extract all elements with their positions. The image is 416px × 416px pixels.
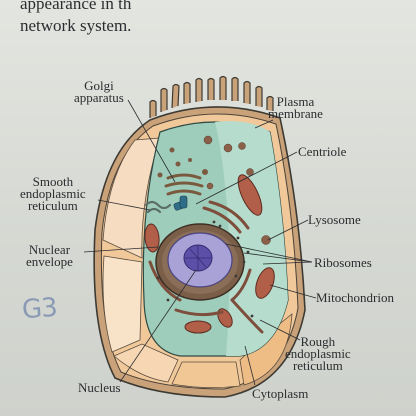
body-text-line-2: network system. — [20, 16, 132, 35]
smooth-er — [144, 200, 172, 214]
label-ribosomes: Ribosomes — [314, 255, 372, 270]
label-nucleus: Nucleus — [78, 380, 121, 395]
label-mitochondrion: Mitochondrion — [316, 290, 394, 305]
microvilli — [149, 75, 274, 118]
ribosomes — [156, 220, 254, 318]
body-text-line-1: appearance in th — [20, 0, 132, 13]
lysosomes — [203, 135, 271, 245]
label-lysosome: Lysosome — [308, 212, 361, 227]
handwritten-note: G3 — [20, 292, 58, 326]
leader-lines — [83, 99, 317, 386]
centriole — [173, 195, 188, 211]
golgi-apparatus — [164, 173, 204, 196]
label-centriole: Centriole — [298, 144, 347, 159]
label-cytoplasm: Cytoplasm — [252, 386, 309, 401]
